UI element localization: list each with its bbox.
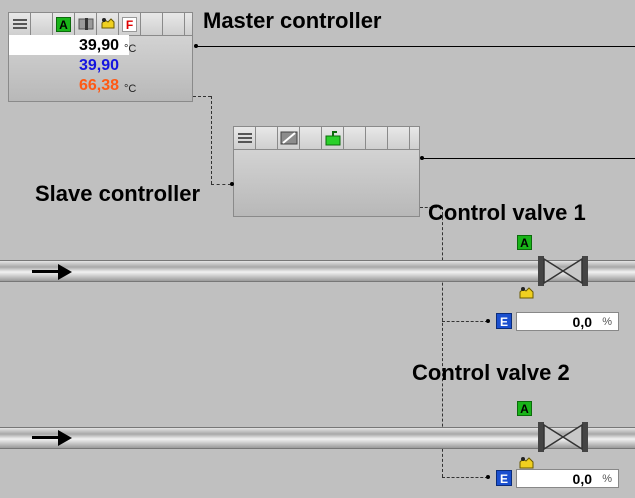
- empty-slot: [300, 127, 322, 149]
- valve2-output-value: 0,0: [572, 471, 592, 487]
- flow-arrow-1-icon: [58, 264, 72, 280]
- valve1-manual-hand-icon[interactable]: [517, 284, 537, 302]
- valve2-output-unit: %: [602, 473, 612, 485]
- slave-toolbar: [234, 127, 419, 150]
- valve2-external-badge[interactable]: E: [496, 470, 512, 486]
- master-input-dot: [194, 44, 198, 48]
- empty-slot: [344, 127, 366, 149]
- auto-mode-badge[interactable]: A: [53, 13, 75, 35]
- setpoint-value: 39,90: [78, 57, 119, 74]
- manual-switch-icon[interactable]: [75, 13, 97, 35]
- flow-arrow-1-shaft: [32, 270, 62, 273]
- valve2-auto-badge[interactable]: A: [517, 401, 532, 416]
- valve2-manual-hand-icon[interactable]: [517, 454, 537, 472]
- valve2-output-arrow-dot: [486, 475, 490, 479]
- master-toolbar: A F: [9, 13, 192, 36]
- process-value: 39,90: [78, 37, 119, 54]
- slave-controller-faceplate[interactable]: [233, 126, 420, 217]
- master-output-link: [193, 96, 211, 97]
- slave-input-arrow-dot: [230, 182, 234, 186]
- empty-slot: [163, 13, 185, 35]
- empty-slot: [31, 13, 53, 35]
- slave-controller-label: Slave controller: [35, 181, 201, 206]
- master-controller-faceplate[interactable]: A F 39,90 °C 39,90 66,38 °C: [8, 12, 193, 102]
- empty-slot: [388, 127, 410, 149]
- link-to-valve1-output: [442, 321, 488, 322]
- control-valve-1-label: Control valve 1: [428, 200, 586, 225]
- valve2-output-field[interactable]: 0,0 %: [516, 469, 619, 488]
- empty-slot: [366, 127, 388, 149]
- slave-output-link-vertical: [442, 207, 443, 477]
- link-to-valve2-output: [442, 477, 488, 478]
- cascade-active-icon[interactable]: [322, 127, 344, 149]
- pipe-1: [0, 260, 635, 282]
- valve1-output-value: 0,0: [572, 314, 592, 330]
- flow-arrow-2-icon: [58, 430, 72, 446]
- slave-input-dot: [420, 156, 424, 160]
- control-valve-2-label: Control valve 2: [412, 360, 570, 385]
- output-unit: °C: [124, 83, 137, 95]
- valve1-output-arrow-dot: [486, 319, 490, 323]
- flow-arrow-2-shaft: [32, 436, 62, 439]
- fault-badge[interactable]: F: [119, 13, 141, 35]
- empty-slot: [256, 127, 278, 149]
- cascade-mode-icon[interactable]: [278, 127, 300, 149]
- operator-hand-icon[interactable]: [97, 13, 119, 35]
- empty-slot: [141, 13, 163, 35]
- output-value: 66,38: [78, 77, 119, 94]
- master-input-line: [196, 46, 635, 47]
- menu-icon[interactable]: [9, 13, 31, 35]
- pv-unit: °C: [124, 43, 137, 55]
- pv-value-field: [9, 35, 129, 55]
- valve1-output-field[interactable]: 0,0 %: [516, 312, 619, 331]
- valve1-output-unit: %: [602, 316, 612, 328]
- pipe-2: [0, 427, 635, 449]
- control-valve-2-icon[interactable]: [536, 420, 590, 454]
- menu-icon[interactable]: [234, 127, 256, 149]
- master-output-link-vertical: [211, 96, 212, 184]
- control-valve-1-icon[interactable]: [536, 254, 590, 288]
- valve1-auto-badge[interactable]: A: [517, 235, 532, 250]
- slave-output-link: [420, 207, 442, 208]
- master-to-slave-link: [211, 184, 231, 185]
- valve1-external-badge[interactable]: E: [496, 313, 512, 329]
- slave-input-line: [422, 158, 635, 159]
- master-controller-label: Master controller: [203, 8, 382, 33]
